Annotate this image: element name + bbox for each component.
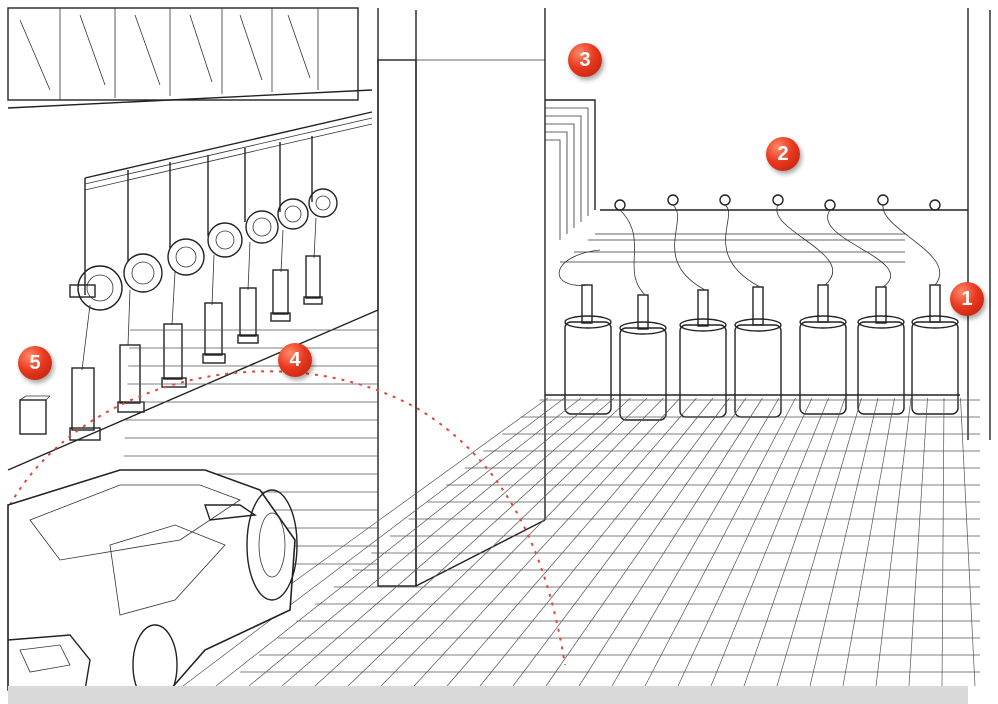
floor-tile-line [546,398,746,686]
overhead-pipes-left [85,112,372,295]
marker-2[interactable]: 2 [766,137,800,171]
floor-tile-line [744,398,845,686]
floor-tile-line [612,398,779,686]
floor-tile-line [678,398,812,686]
marker-3[interactable]: 3 [568,43,602,77]
hose-reels [70,189,337,310]
drums [559,205,958,420]
floor-tile-line [645,398,796,686]
marker-4[interactable]: 4 [278,343,312,377]
window [8,8,372,108]
floor-tile-line [282,398,614,686]
floor-tile-line [414,398,680,686]
floor-tile-line [961,398,976,686]
floor-tile-line [480,398,713,686]
floor-tile-line [348,398,647,686]
floor-tile-line [777,398,862,686]
floor-tile-line [579,398,763,686]
floor-tile-line [810,398,878,686]
floor-tile-line [711,398,829,686]
floor-tile-line [942,398,944,686]
floor-tile-line [876,398,911,686]
floor-tile-line [447,398,697,686]
floor-tile-line [843,398,895,686]
marker-1[interactable]: 1 [950,282,984,316]
floor-tile-line [315,398,631,686]
floor-tile-line [909,398,928,686]
car [8,470,297,704]
marker-5[interactable]: 5 [18,346,52,380]
dispensing-guns [70,218,322,440]
control-box [20,396,50,434]
footer-bar [8,686,968,704]
pipe-manifold [545,100,968,262]
